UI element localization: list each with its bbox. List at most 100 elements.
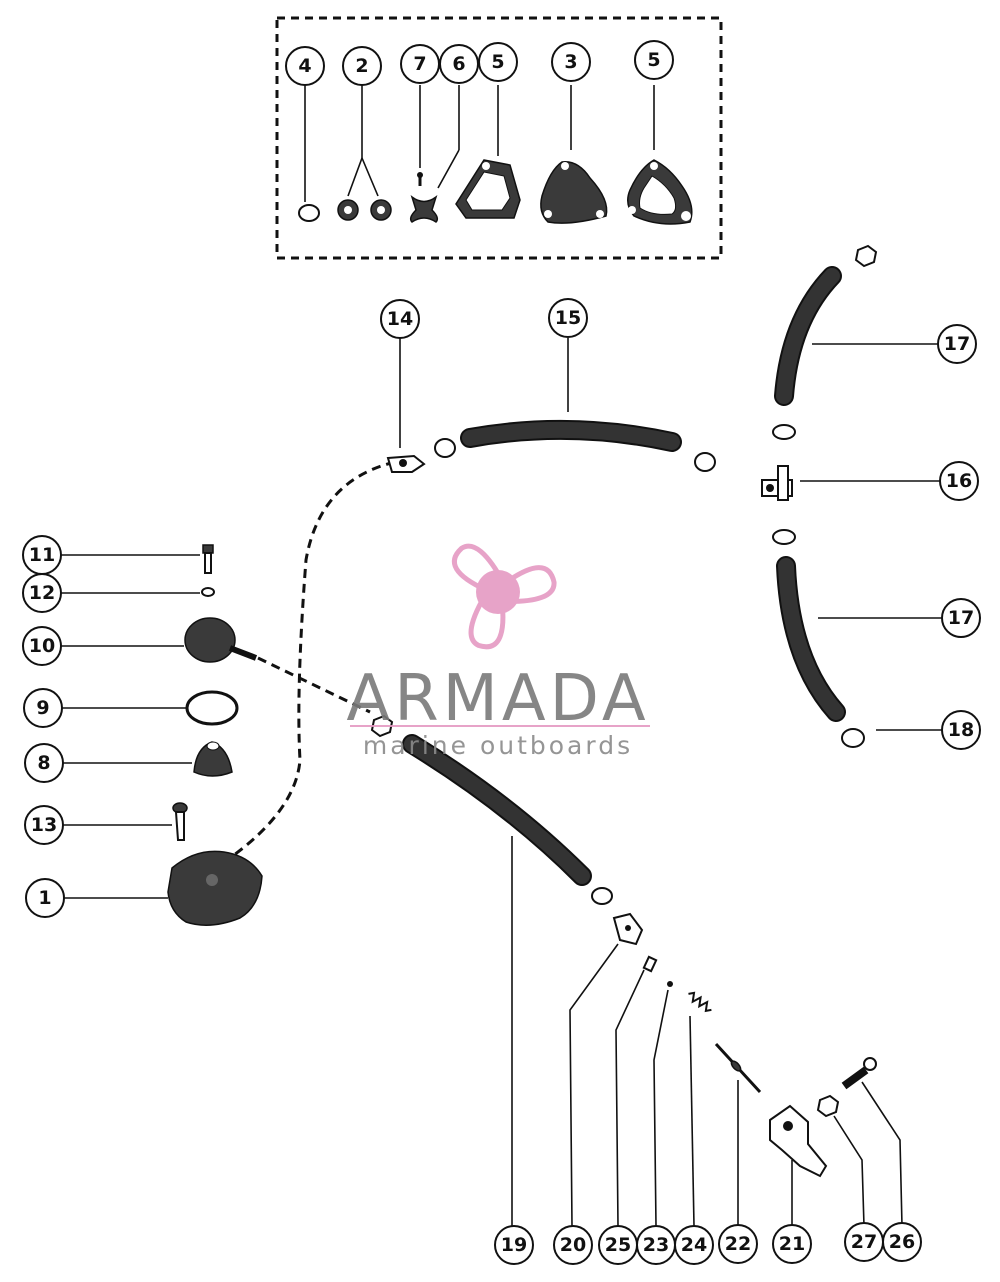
- part-8-filter: [193, 741, 233, 777]
- part-16-clamp-top: [772, 424, 796, 440]
- part-10-cover: [184, 617, 258, 663]
- part-26-bolt: [841, 1057, 877, 1090]
- callout-2: 2: [342, 46, 382, 86]
- callout-label: 14: [387, 308, 413, 330]
- callout-label: 5: [491, 51, 504, 73]
- leader-2b: [347, 157, 363, 197]
- callout-14: 14: [380, 299, 420, 339]
- part-16-clamp-bottom: [772, 529, 796, 545]
- callout-label: 4: [298, 55, 311, 77]
- watermark-brand: ARMADA: [346, 662, 649, 736]
- part-6-retainer: [409, 195, 439, 223]
- callout-label: 18: [948, 719, 974, 741]
- part-25-pin: [642, 955, 658, 973]
- callout-20: 20: [553, 1225, 593, 1265]
- part-15-hose: [460, 419, 682, 452]
- part-13-screw: [172, 802, 188, 841]
- leader-20: [569, 943, 619, 1227]
- watermark-tagline: marine outboards: [363, 731, 633, 760]
- part-21-valve-body: [769, 1104, 828, 1178]
- callout-10: 10: [22, 626, 62, 666]
- leader-23: [653, 989, 669, 1227]
- callout-7: 7: [400, 44, 440, 84]
- callout-12: 12: [22, 573, 62, 613]
- dashed-line-cover-to-fitting: [257, 656, 371, 714]
- callout-9: 9: [23, 688, 63, 728]
- leader-2c: [361, 157, 379, 197]
- callout-17a: 17: [937, 324, 977, 364]
- callout-23: 23: [636, 1225, 676, 1265]
- part-1-pump-body: [167, 850, 263, 926]
- callout-label: 3: [564, 51, 577, 73]
- part-17-upper-hose: [774, 266, 842, 406]
- callout-label: 27: [851, 1231, 877, 1253]
- leader-27: [833, 1115, 865, 1227]
- callout-5b: 5: [634, 40, 674, 80]
- callout-label: 17: [948, 607, 974, 629]
- callout-25: 25: [598, 1225, 638, 1265]
- propeller-logo-icon: [451, 543, 557, 650]
- callout-label: 1: [38, 887, 51, 909]
- part-16-tee-fitting: [761, 465, 793, 501]
- part-3-diaphragm: [540, 161, 608, 224]
- part-5-gasket-a: [455, 159, 521, 219]
- callout-label: 9: [36, 697, 49, 719]
- part-20-fitting: [612, 912, 644, 946]
- callout-label: 2: [355, 55, 368, 77]
- callout-17b: 17: [941, 598, 981, 638]
- callout-22: 22: [718, 1224, 758, 1264]
- part-27-nut: [816, 1094, 840, 1118]
- part-5-gasket-b: [627, 159, 693, 225]
- callout-label: 25: [605, 1234, 631, 1256]
- part-23-ball: [667, 981, 673, 987]
- part-15-clamp-a: [434, 438, 456, 458]
- callout-8: 8: [24, 743, 64, 783]
- callout-6: 6: [439, 44, 479, 84]
- callout-label: 16: [946, 470, 972, 492]
- callout-27: 27: [844, 1222, 884, 1262]
- callout-label: 22: [725, 1233, 751, 1255]
- callout-13: 13: [24, 805, 64, 845]
- part-2-valves: [337, 199, 392, 221]
- callout-label: 11: [29, 544, 55, 566]
- callout-label: 8: [37, 752, 50, 774]
- part-17-lower-hose: [776, 556, 846, 722]
- leader-24: [689, 1015, 695, 1227]
- callout-18: 18: [941, 710, 981, 750]
- callout-15: 15: [548, 298, 588, 338]
- callout-5a: 5: [478, 42, 518, 82]
- callout-label: 17: [944, 333, 970, 355]
- leader-6b: [437, 149, 460, 189]
- part-14-fitting: [386, 454, 426, 473]
- callout-11: 11: [22, 535, 62, 575]
- callout-label: 5: [647, 49, 660, 71]
- part-20-clamp: [591, 887, 613, 905]
- leader-25: [615, 969, 645, 1227]
- leader-26: [861, 1081, 903, 1227]
- part-9-o-ring: [185, 690, 239, 726]
- callout-label: 21: [779, 1233, 805, 1255]
- callout-26: 26: [882, 1222, 922, 1262]
- callout-label: 24: [681, 1234, 707, 1256]
- repair-kit-box: [275, 16, 723, 260]
- part-12-washer: [201, 587, 215, 597]
- callout-label: 10: [29, 635, 55, 657]
- callout-label: 23: [643, 1234, 669, 1256]
- part-22-needle: [714, 1042, 762, 1094]
- callout-19: 19: [494, 1225, 534, 1265]
- part-17-upper-nut: [854, 244, 878, 268]
- callout-label: 26: [889, 1231, 915, 1253]
- callout-3: 3: [551, 42, 591, 82]
- part-24-spring: [688, 991, 712, 1013]
- callout-1: 1: [25, 878, 65, 918]
- part-19-hose: [402, 734, 592, 886]
- callout-label: 19: [501, 1234, 527, 1256]
- callout-label: 6: [452, 53, 465, 75]
- callout-4: 4: [285, 46, 325, 86]
- callout-24: 24: [674, 1225, 714, 1265]
- callout-label: 13: [31, 814, 57, 836]
- armada-watermark: ARMADA marine outboards: [346, 543, 650, 760]
- part-18-clamp: [841, 728, 865, 748]
- callout-16: 16: [939, 461, 979, 501]
